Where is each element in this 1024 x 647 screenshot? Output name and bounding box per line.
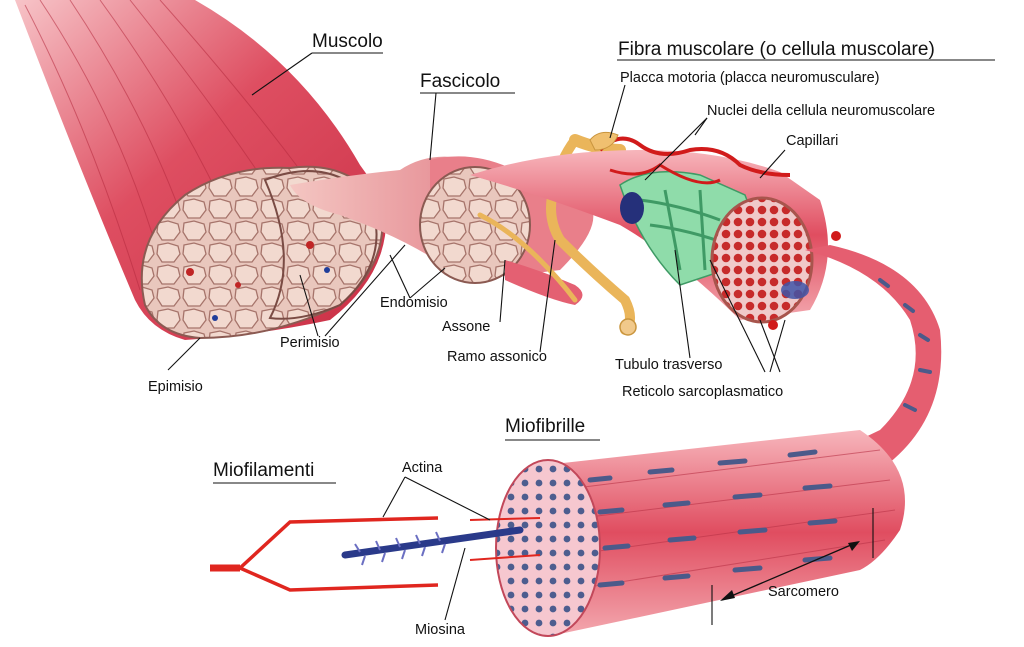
leader-lines	[167, 52, 995, 625]
muscle-fiber	[470, 131, 841, 330]
label-muscolo: Muscolo	[312, 31, 383, 52]
label-fibra: Fibra muscolare (o cellula muscolare)	[618, 39, 935, 60]
label-epimisio: Epimisio	[148, 379, 203, 395]
label-nuclei: Nuclei della cellula neuromuscolare	[707, 103, 936, 119]
label-assone: Assone	[442, 319, 491, 335]
label-sarcomero: Sarcomero	[768, 584, 839, 600]
label-placca: Placca motoria (placca neuromusculare)	[620, 70, 880, 86]
label-miosina: Miosina	[415, 622, 465, 638]
label-reticolo: Reticolo sarcoplasmatico	[622, 384, 784, 400]
myofibrils-bundle	[495, 430, 905, 637]
muscle-whole	[15, 0, 387, 340]
label-actina: Actina	[402, 460, 443, 476]
arrowhead-right	[848, 541, 860, 551]
label-capillari: Capillari	[786, 133, 839, 149]
label-miofilamenti: Miofilamenti	[213, 460, 315, 481]
label-tubulo: Tubulo trasverso	[615, 357, 723, 373]
label-fascicolo: Fascicolo	[420, 71, 501, 92]
arrowhead-left	[720, 590, 735, 601]
label-ramo: Ramo assonico	[447, 349, 547, 365]
myosin-filament	[341, 526, 524, 559]
sarcomere-arrow	[721, 541, 859, 601]
axon-end	[619, 318, 637, 336]
label-endomisio: Endomisio	[380, 295, 448, 311]
label-perimisio: Perimisio	[280, 335, 340, 351]
myofibril-strand	[690, 245, 942, 500]
myofilaments	[210, 516, 541, 592]
label-miofibrille: Miofibrille	[505, 416, 586, 437]
